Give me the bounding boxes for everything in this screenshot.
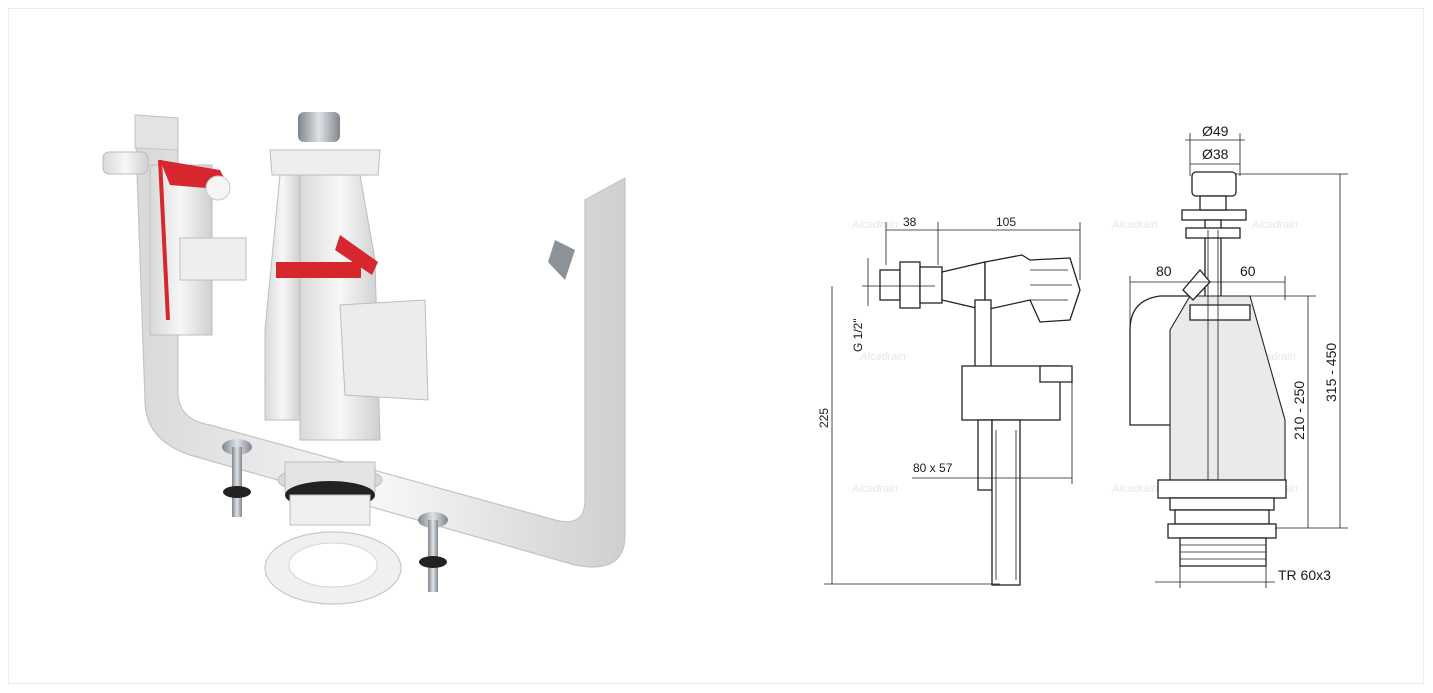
flush-valve-drawing: Alcadrain Alcadrain Alcadrain Alcadrain …: [1111, 123, 1348, 588]
fill-valve-render: [102, 151, 247, 336]
dim-float: 80 x 57: [913, 461, 953, 475]
wing-nut-icon: [548, 240, 575, 280]
image-frame: [8, 8, 1424, 684]
dim-105: 105: [996, 215, 1016, 229]
mounting-bracket: [134, 114, 626, 568]
dim-210-250: 210 - 250: [1291, 381, 1307, 440]
dim-d49: Ø49: [1202, 123, 1229, 139]
dim-tr: TR 60x3: [1278, 567, 1331, 583]
svg-text:Alcadrain: Alcadrain: [859, 351, 906, 363]
dim-60: 60: [1240, 263, 1256, 279]
dim-315-450: 315 - 450: [1323, 343, 1339, 402]
svg-text:Alcadrain: Alcadrain: [1111, 483, 1158, 495]
svg-text:Alcadrain: Alcadrain: [851, 483, 898, 495]
mounting-bolts: [222, 439, 448, 592]
flush-valve-render: [264, 112, 429, 526]
dim-d38: Ø38: [1202, 146, 1229, 162]
dim-38: 38: [903, 215, 917, 229]
svg-text:Alcadrain: Alcadrain: [851, 219, 898, 231]
svg-text:Alcadrain: Alcadrain: [1251, 219, 1298, 231]
rubber-gasket: [264, 531, 402, 605]
fill-valve-drawing: Alcadrain Alcadrain Alcadrain 38 105 G 1…: [817, 215, 1081, 586]
dim-thread: G 1/2": [851, 318, 865, 352]
svg-text:Alcadrain: Alcadrain: [1111, 219, 1158, 231]
push-button-icon: [298, 112, 340, 142]
dim-225: 225: [817, 408, 831, 428]
dim-80: 80: [1156, 263, 1172, 279]
